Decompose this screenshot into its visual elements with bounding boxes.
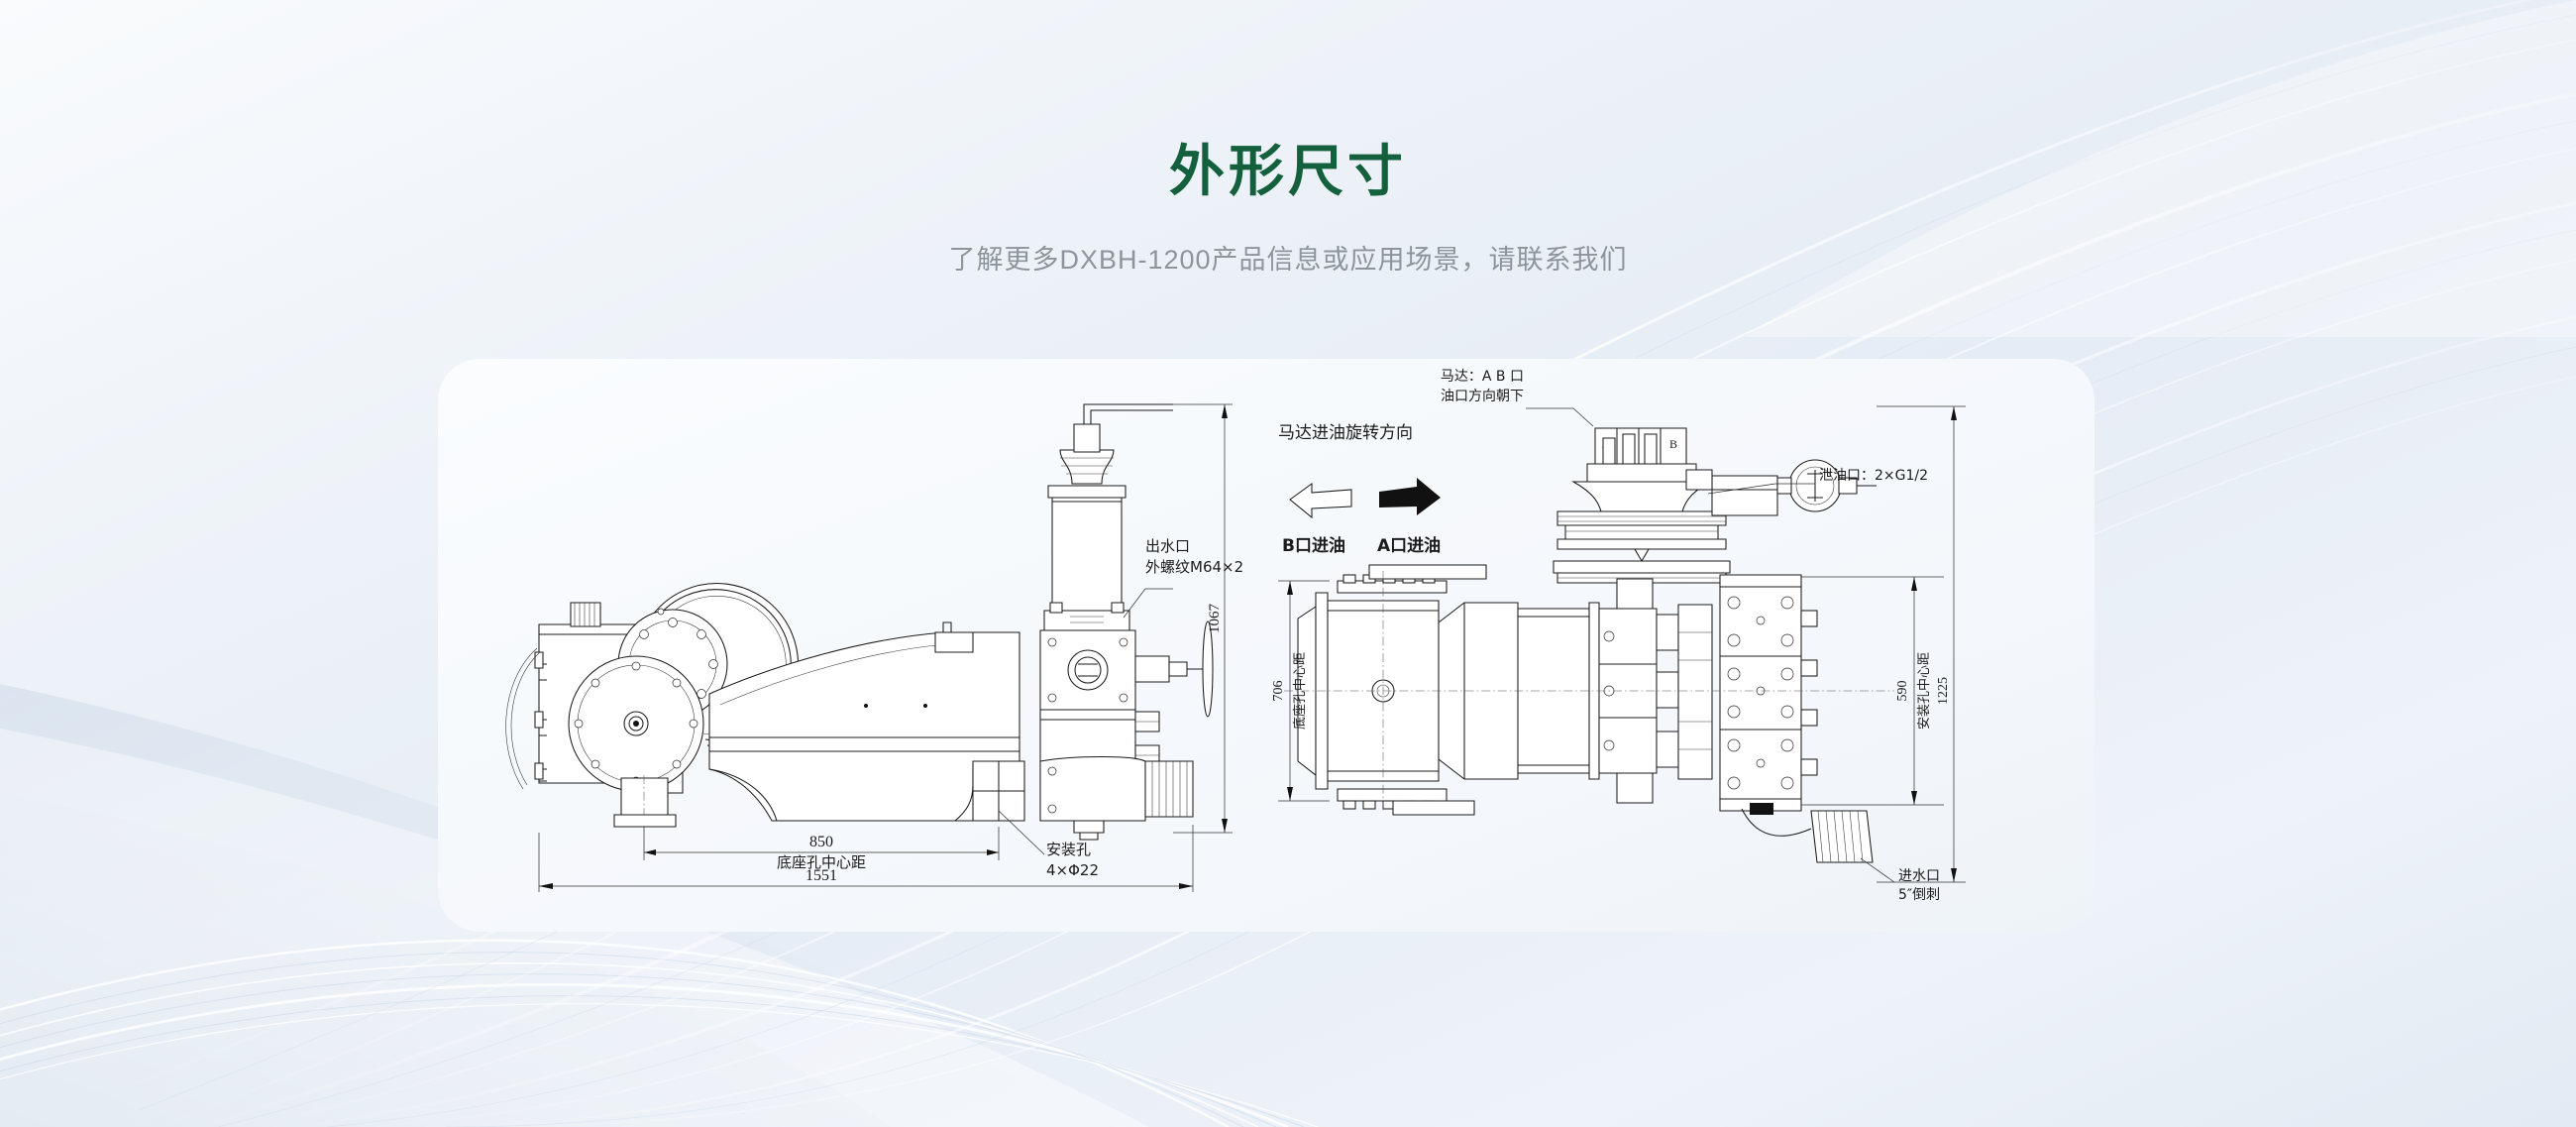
callout-water-inlet-line2: 5″倒刺 [1898, 887, 1940, 903]
dim-label-base-pitch: 底座孔中心距 [777, 853, 866, 871]
dim-value-706: 706 [1271, 681, 1286, 702]
mounting-foot [973, 761, 1024, 821]
dimension-annotations: 850 底座孔中心距 1551 1067 [539, 404, 1233, 892]
arrow-left-icon [1290, 484, 1351, 517]
rotation-note-title: 马达进油旋转方向 [1278, 423, 1413, 443]
motor-rotation-note: 马达进油旋转方向 B口进油 A口进油 [1278, 423, 1441, 556]
plan-view-drawing: 马达进油旋转方向 B口进油 A口进油 [1260, 367, 2083, 922]
callout-motor-ports-line2: 油口方向朝下 [1441, 389, 1524, 404]
dim-value-1067: 1067 [1207, 604, 1223, 634]
callout-water-outlet: 出水口 外螺纹M64×2 [1124, 537, 1243, 618]
callout-motor-ports: 马达：A B 口 油口方向朝下 [1441, 369, 1593, 426]
dim-value-850: 850 [809, 834, 833, 850]
callout-drain-port: 泄油口：2×G1/2 [1708, 468, 1928, 494]
dimension-drawing-card: 850 底座孔中心距 1551 1067 出水口 [438, 359, 2094, 932]
dim-value-590: 590 [1895, 681, 1910, 702]
dimension-annotations-plan: 706 底座孔中心距 590 安装孔中心距 1225 [1271, 406, 1966, 882]
callout-water-outlet-line2: 外螺纹M64×2 [1145, 558, 1243, 576]
callout-mounting-holes-line1: 安装孔 [1046, 841, 1091, 858]
gear-cover [569, 656, 703, 791]
callout-motor-ports-line1: 马达：A B 口 [1441, 369, 1524, 385]
callout-water-inlet-line1: 进水口 [1898, 868, 1940, 884]
dim-value-1551: 1551 [805, 867, 837, 884]
frame-beam [709, 622, 1020, 821]
dim-value-1225: 1225 [1936, 677, 1951, 705]
discharge-gauge-assembly [1686, 460, 1877, 515]
fluid-cylinder-head [1720, 575, 1818, 811]
callout-water-inlet: 进水口 5″倒刺 [1861, 858, 1940, 903]
port-label-b: B [1669, 437, 1677, 451]
rotation-note-right-label: A口进油 [1377, 535, 1441, 556]
water-inlet-nipple [1742, 803, 1873, 862]
fluid-end [1040, 404, 1213, 840]
callout-water-outlet-line1: 出水口 [1145, 537, 1190, 555]
hydraulic-motor: A B [1554, 428, 1730, 583]
page-title: 外形尺寸 [1169, 140, 1407, 202]
dim-label-base-pitch-plan: 底座孔中心距 [1292, 652, 1308, 730]
rotation-note-left-label: B口进油 [1282, 535, 1345, 556]
callout-drain-port-label: 泄油口：2×G1/2 [1819, 468, 1928, 484]
pump-body-plan [1284, 460, 1894, 862]
callout-mounting-holes-line2: 4×Φ22 [1046, 861, 1099, 879]
dim-label-mount-pitch-plan: 安装孔中心距 [1917, 652, 1932, 730]
side-elevation-drawing: 850 底座孔中心距 1551 1067 出水口 [480, 367, 1272, 922]
callout-mounting-holes: 安装孔 4×Φ22 [999, 811, 1099, 879]
page-header: 外形尺寸 了解更多DXBH-1200产品信息或应用场景，请联系我们 [0, 0, 2576, 277]
arrow-right-icon [1379, 478, 1441, 515]
page-subtitle: 了解更多DXBH-1200产品信息或应用场景，请联系我们 [948, 244, 1628, 275]
